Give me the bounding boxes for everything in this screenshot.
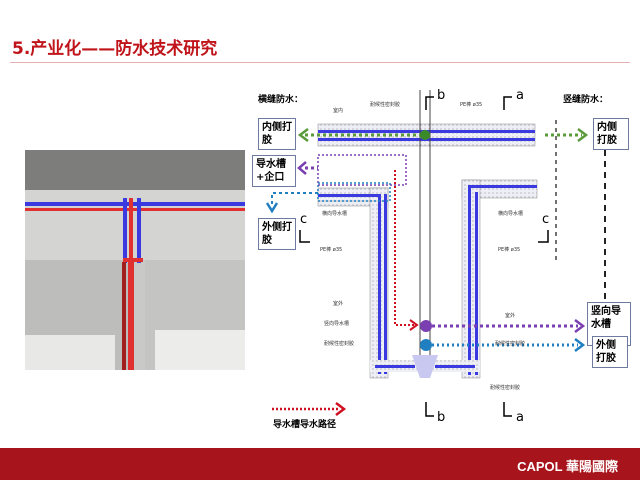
horizontal-joint-label: 横缝防水： [258, 95, 304, 105]
section-mark-c-right: c [542, 212, 550, 227]
section-mark-a-top: a [516, 88, 524, 103]
outdoor-label-left: 室外 [333, 301, 344, 307]
h-groove-label-left: 横向导水槽 [322, 211, 348, 217]
outdoor-label-right: 室外 [505, 313, 516, 319]
pe-rod-label-top: PE棒 ø35 [460, 102, 483, 108]
footer-bar: CAPOL 華陽國際 [0, 448, 640, 480]
legend-label: 导水槽导水路径 [273, 420, 337, 430]
brand-logo: CAPOL 華陽國際 [517, 459, 618, 474]
outer-sealant-left-box: 外侧打胶 [258, 218, 296, 250]
indoor-label: 室内 [333, 108, 344, 114]
section-mark-b-bottom: b [437, 410, 446, 425]
pe-rod-label-left: PE棒 ø35 [320, 247, 343, 253]
section-mark-b-top: b [437, 88, 446, 103]
sealant-label-right: 耐候性密封胶 [495, 341, 526, 347]
section-mark-a-bottom: a [516, 410, 524, 425]
h-groove-label-right: 横向导水槽 [498, 211, 524, 217]
inner-sealant-left-box: 内侧打胶 [258, 118, 296, 150]
sealant-label-top: 耐候性密封胶 [370, 102, 401, 108]
vertical-joint-label: 竖缝防水： [563, 95, 609, 105]
sealant-label-left: 耐候性密封胶 [324, 341, 355, 347]
title-divider [10, 62, 630, 63]
pe-rod-label-right: PE棒 ø35 [498, 247, 521, 253]
v-groove-label: 竖向导水槽 [324, 321, 350, 327]
sealant-label-bottom: 耐候性密封胶 [490, 385, 521, 391]
section-mark-c-left: c [300, 212, 308, 227]
outer-sealant-right-box: 外侧打胶 [592, 336, 628, 368]
inner-sealant-right-box: 内侧打胶 [593, 118, 629, 150]
groove-tongue-box: 导水槽+企口 [252, 155, 296, 187]
panel-joint-photo [25, 150, 245, 370]
slide-title: 5.产业化——防水技术研究 [12, 39, 218, 59]
red-groove-path [394, 170, 415, 326]
